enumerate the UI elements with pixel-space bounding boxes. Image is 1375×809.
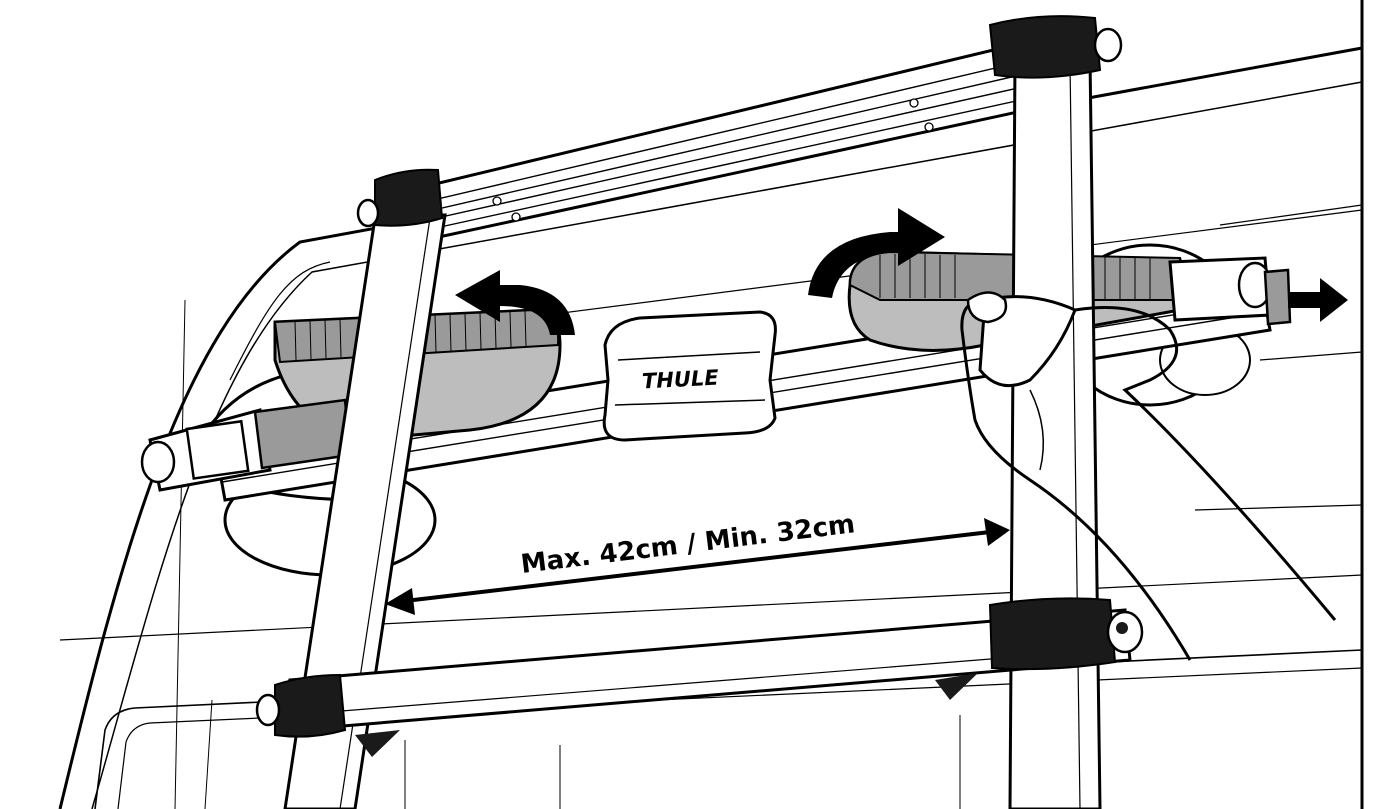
tube-bottom [288, 608, 1132, 757]
curved-arrow-right-icon [808, 208, 945, 298]
clamp-top-left [356, 168, 444, 228]
buckle-right [1168, 256, 1292, 326]
buckle-left [140, 398, 352, 492]
brand-logo-text: THULE [641, 365, 719, 393]
strap-holder: THULE [602, 310, 777, 442]
hand [960, 291, 1337, 661]
clamp-bottom-right [988, 597, 1144, 671]
arrow-pull-right-icon [1288, 278, 1348, 322]
distance-double-arrow-icon [385, 518, 1010, 615]
top-rail [408, 38, 1052, 242]
tube-right [1008, 56, 1102, 809]
clamp-bottom-left [255, 673, 347, 738]
clamp-top-right [988, 15, 1123, 79]
vehicle-door [58, 46, 1363, 809]
curved-arrow-left-icon [455, 270, 575, 335]
